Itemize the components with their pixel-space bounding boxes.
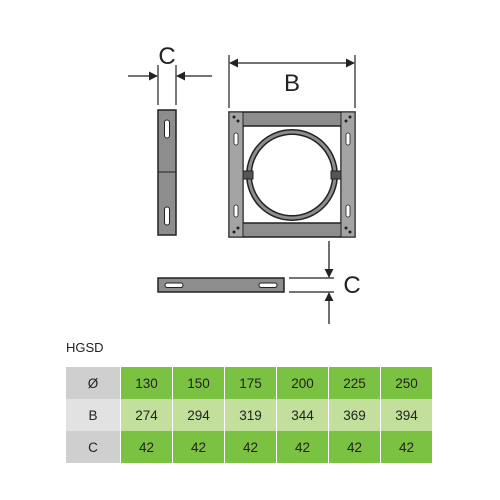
product-code: HGSD xyxy=(66,340,104,355)
table-cell: 344 xyxy=(277,399,328,431)
table-cell: 42 xyxy=(225,431,276,463)
table-cell: 200 xyxy=(277,367,328,399)
front-view xyxy=(228,111,356,238)
width-dimension-label: B xyxy=(284,70,300,97)
table-row-diameter: Ø 130 150 175 200 225 250 xyxy=(66,367,432,399)
table-cell: 225 xyxy=(329,367,380,399)
table-cell: 294 xyxy=(173,399,224,431)
table-row-b: B 274 294 319 344 369 394 xyxy=(66,399,432,431)
table-cell: 394 xyxy=(381,399,432,431)
table-cell: 42 xyxy=(329,431,380,463)
width-dimension: B xyxy=(228,55,356,108)
table-cell: 250 xyxy=(381,367,432,399)
side-dimension: C xyxy=(128,43,212,105)
table-cell: 42 xyxy=(381,431,432,463)
table-cell: 42 xyxy=(277,431,328,463)
table-cell: 319 xyxy=(225,399,276,431)
table-cell: 42 xyxy=(173,431,224,463)
table-cell: 42 xyxy=(121,431,172,463)
side-view xyxy=(157,109,177,236)
table-cell: 175 xyxy=(225,367,276,399)
bottom-dimension: C xyxy=(289,241,361,324)
table-cell: 130 xyxy=(121,367,172,399)
table-cell: 150 xyxy=(173,367,224,399)
bottom-dimension-label: C xyxy=(343,272,360,299)
row-header-c: C xyxy=(66,431,120,463)
table-cell: 369 xyxy=(329,399,380,431)
spec-table: Ø 130 150 175 200 225 250 B 274 294 319 … xyxy=(65,367,433,463)
side-dimension-label: C xyxy=(158,43,175,70)
row-header-b: B xyxy=(66,399,120,431)
technical-drawing: C B xyxy=(128,43,361,324)
table-cell: 274 xyxy=(121,399,172,431)
row-header-diameter: Ø xyxy=(66,367,120,399)
table-row-c: C 42 42 42 42 42 42 xyxy=(66,431,432,463)
bottom-view xyxy=(157,277,285,293)
